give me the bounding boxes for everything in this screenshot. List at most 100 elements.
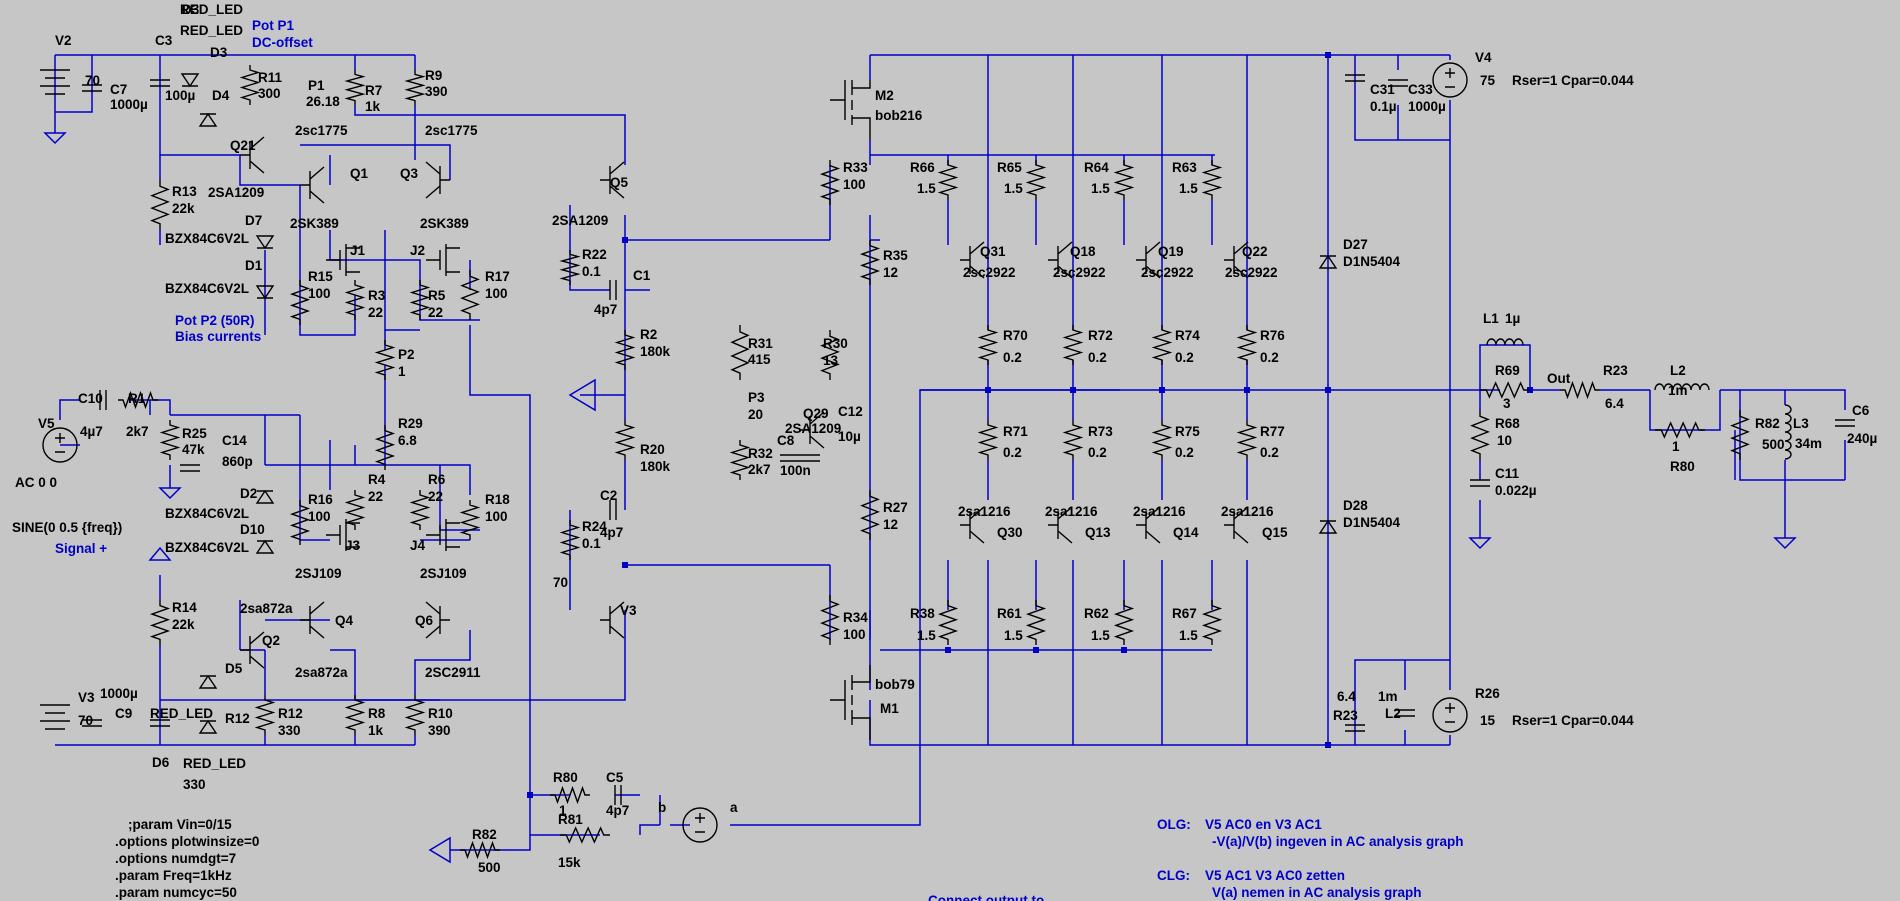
label-r5: R5 [428,288,446,303]
resistor-r68 [1470,410,1490,460]
resistor-r12 [254,695,276,735]
value-r33: 100 [843,177,866,192]
label-q22: Q22 [1242,244,1268,259]
value-q21: 2SA1209 [208,185,264,200]
label-q6: V3 [620,603,637,618]
value-r9: 390 [425,84,448,99]
label-c9: C9 [115,706,132,721]
label-r73: R73 [1088,424,1113,439]
label-p1: P1 [308,78,325,93]
label-r63: R63 [1172,160,1197,175]
value-q4: 2SC2911 [425,665,481,680]
jfet-j4 [426,519,460,551]
value-r72: 0.2 [1088,350,1107,365]
value-r82: 500 [478,860,501,875]
transistor-q15 [1224,506,1249,544]
value-c2: 4p7 [600,525,623,540]
label-c11: C11 [1495,466,1520,481]
value-r80: 1 [559,803,567,818]
label-d4b: D4 [212,88,230,103]
value-d28: D1N5404 [1343,515,1401,530]
annotation-connect: Connect output to [928,893,1044,901]
label-d28: D28 [1343,498,1368,513]
diode-d3 [180,73,200,88]
value-r17: 100 [485,286,508,301]
resistor-r66 [937,160,959,200]
spice-directive: .param numcyc=50 [115,885,237,900]
value-q15: 2sa1216 [1221,504,1274,519]
label-r68: R68 [1495,416,1520,431]
annotation-clg-title: CLG: [1157,868,1190,883]
wire [55,55,93,113]
resistor-r69 [1480,381,1530,399]
value-r69: 3 [1503,396,1511,411]
value-r11: 300 [258,86,281,101]
label-c7: C7 [110,82,127,97]
value-r31: 415 [748,352,771,367]
value-q3: 2sc1775 [425,123,478,138]
value-p3: 20 [748,407,763,422]
wire [1354,659,1450,745]
value-l3: 34m [1795,436,1822,451]
transistor-q3 [425,161,450,199]
polarity-mark [1445,68,1455,88]
value-d7: BZX84C6V2L [165,231,249,246]
label-r18: R18 [485,492,510,507]
label-j2: J2 [410,243,425,258]
value-r67: 1.5 [1179,628,1198,643]
resistor-r72 [1062,325,1084,365]
value-c30: 6.4 [1337,689,1356,704]
jfet-j1 [326,244,360,276]
diode-d7 [255,235,275,250]
label-c2: C2 [600,488,617,503]
label-p3: P3 [748,390,765,405]
value-r26: 1 [1672,439,1680,454]
value-c8: 100n [780,463,811,478]
value-c12: 10µ [838,429,861,444]
label-c32: L2 [1385,706,1401,721]
battery-v2 [40,69,70,95]
label-c1: C1 [633,268,651,283]
label-r30: R30 [823,336,848,351]
value-c6: 240µ [1847,431,1877,446]
label-r77: R77 [1260,424,1285,439]
resistor-r24 [559,520,581,560]
wire [1354,55,1450,141]
value-r20: 180k [640,459,671,474]
junction-dot [1325,52,1331,58]
wire [159,55,240,156]
label-q19: Q19 [1158,244,1184,259]
label-r2: R2 [640,327,657,342]
wire [329,230,480,321]
ground-symbol [43,125,67,145]
label-r66: R66 [910,160,935,175]
wire [300,144,451,180]
label-r16: R16 [308,492,333,507]
label-c8: C8 [777,433,795,448]
label-q1: Q1 [350,166,369,181]
value-r70: 0.2 [1003,350,1022,365]
label-q13: Q13 [1085,525,1111,540]
label-r81: R81 [558,812,583,827]
label-r69: R69 [1495,363,1520,378]
inductor-l2 [1654,383,1710,391]
ground-flag [148,546,172,561]
value-r10: 390 [428,723,451,738]
label-d7: D7 [245,213,262,228]
label-q14: Q14 [1173,525,1199,540]
value-c9: 1000µ [100,686,138,701]
resistor-r34 [820,595,840,645]
ground-symbol [1468,530,1492,550]
inductor-l1 [1486,338,1524,346]
value-r29: 6.8 [398,433,417,448]
label-j4: J4 [410,538,426,553]
label-r7: R7 [365,83,382,98]
resistor-r29 [374,425,396,470]
value-j1: 2SK389 [290,216,339,231]
label-r22: R22 [582,247,607,262]
voltage-source-v5 [42,427,78,463]
resistor-r32 [729,440,751,480]
value-r32: 2k7 [748,462,771,477]
resistor-r31 [730,325,750,380]
label-r14: R14 [172,600,197,615]
